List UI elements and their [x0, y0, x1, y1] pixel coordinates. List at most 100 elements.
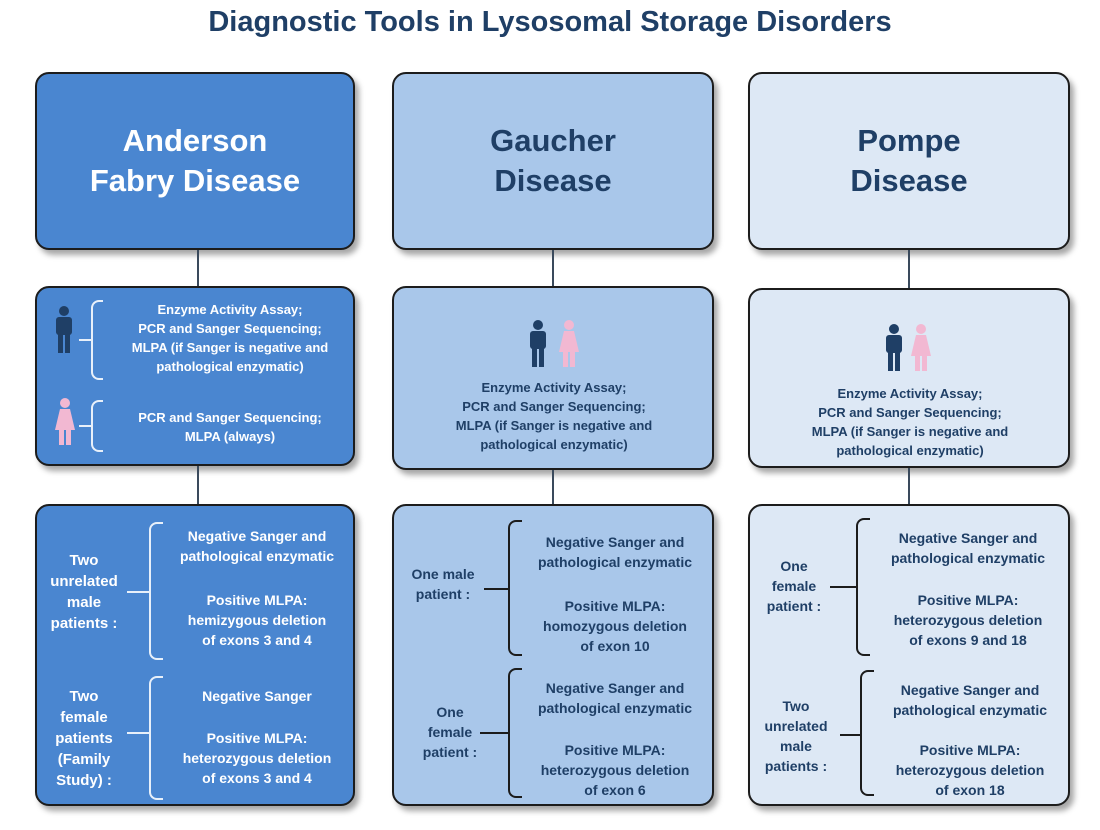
- fabry-header-box: Anderson Fabry Disease: [35, 72, 355, 250]
- pompe-tools: Enzyme Activity Assay; PCR and Sanger Se…: [765, 384, 1055, 460]
- gaucher-g1-f2-1: Positive MLPA:: [564, 598, 666, 614]
- gaucher-header-box: Gaucher Disease: [392, 72, 714, 250]
- male-person-icon: [56, 306, 72, 353]
- gaucher-tools-box: Enzyme Activity Assay; PCR and Sanger Se…: [392, 286, 714, 470]
- gaucher-g2-finding1: Negative Sanger and pathological enzymat…: [520, 678, 710, 718]
- fabry-male-tool-1: Enzyme Activity Assay;: [157, 302, 303, 317]
- fabry-male-bracket: [91, 300, 103, 380]
- male-person-icon: [530, 320, 546, 367]
- gaucher-g1-bracket: [508, 520, 522, 656]
- pompe-g1-finding2: Positive MLPA: heterozygous deletion of …: [870, 590, 1066, 650]
- gaucher-results-box: One male patient : Negative Sanger and p…: [392, 504, 714, 806]
- gaucher-g2-f1-2: pathological enzymatic: [537, 700, 693, 716]
- fabry-g1-p4: patients :: [50, 615, 118, 632]
- gaucher-g2-p3: patient :: [422, 744, 478, 760]
- pompe-g1-f2-3: of exons 9 and 18: [909, 632, 1027, 648]
- pompe-g2-p1: Two: [782, 698, 810, 714]
- fabry-female-tick: [79, 425, 91, 427]
- fabry-male-tick: [79, 339, 91, 341]
- gaucher-g2-tick: [480, 732, 508, 734]
- fabry-connector-1: [197, 250, 199, 286]
- pompe-g1-f1-1: Negative Sanger and: [898, 530, 1038, 546]
- fabry-g1-p1: Two: [69, 552, 99, 569]
- gaucher-g1-finding1: Negative Sanger and pathological enzymat…: [520, 532, 710, 572]
- pompe-g1-finding1: Negative Sanger and pathological enzymat…: [870, 528, 1066, 568]
- pompe-g1-p3: patient :: [766, 598, 822, 614]
- pompe-connector-2: [908, 468, 910, 504]
- fabry-female-tool-2: MLPA (always): [184, 429, 276, 444]
- pompe-g2-p3: male: [780, 738, 812, 754]
- fabry-g1-p2: unrelated: [50, 573, 118, 590]
- fabry-g1-f2-2: hemizygous deletion: [187, 612, 327, 628]
- pompe-g1-tick: [830, 586, 856, 588]
- fabry-male-tool-4: pathological enzymatic): [156, 359, 304, 374]
- fabry-g2-tick: [127, 732, 149, 734]
- gaucher-g1-f1-1: Negative Sanger and: [545, 534, 685, 550]
- fabry-g2-f2-2: heterozygous deletion: [182, 750, 332, 766]
- gaucher-g1-p1: One male: [411, 566, 475, 582]
- fabry-g1-f2-3: of exons 3 and 4: [202, 632, 312, 648]
- fabry-connector-2: [197, 466, 199, 504]
- pompe-g1-bracket: [856, 518, 870, 656]
- pompe-tool-3: MLPA (if Sanger is negative and: [811, 424, 1009, 439]
- pompe-g1-f2-2: heterozygous deletion: [893, 612, 1043, 628]
- pompe-group1-patients: One female patient :: [758, 556, 830, 616]
- pompe-g1-f2-1: Positive MLPA:: [917, 592, 1019, 608]
- fabry-g2-f1-1: Negative Sanger: [202, 688, 312, 704]
- gaucher-group2-patients: One female patient :: [410, 702, 490, 762]
- gaucher-g2-f1-1: Negative Sanger and: [545, 680, 685, 696]
- pompe-group2-patients: Two unrelated male patients :: [754, 696, 838, 776]
- fabry-female-bracket: [91, 400, 103, 452]
- fabry-g2-p3: patients: [55, 730, 113, 747]
- fabry-female-tools: PCR and Sanger Sequencing; MLPA (always): [115, 408, 345, 446]
- gaucher-header-line1: Gaucher: [490, 123, 616, 158]
- gaucher-g2-bracket: [508, 668, 522, 798]
- gaucher-connector-1: [552, 250, 554, 286]
- pompe-g2-f2-1: Positive MLPA:: [919, 742, 1021, 758]
- gaucher-tools: Enzyme Activity Assay; PCR and Sanger Se…: [409, 378, 699, 454]
- fabry-group2-patients: Two female patients (Family Study) :: [43, 686, 125, 791]
- fabry-male-tool-3: MLPA (if Sanger is negative and: [131, 340, 329, 355]
- gaucher-connector-2: [552, 470, 554, 504]
- pompe-header-box: Pompe Disease: [748, 72, 1070, 250]
- fabry-g2-f2-1: Positive MLPA:: [206, 730, 308, 746]
- fabry-g1-p3: male: [66, 594, 102, 611]
- gaucher-g2-p1: One: [436, 704, 464, 720]
- fabry-g2-finding2: Positive MLPA: heterozygous deletion of …: [162, 728, 352, 788]
- fabry-g2-p2: female: [60, 709, 108, 726]
- pompe-g2-f1-2: pathological enzymatic: [892, 702, 1048, 718]
- pompe-g2-p4: patients :: [764, 758, 828, 774]
- fabry-female-tool-1: PCR and Sanger Sequencing;: [138, 410, 322, 425]
- pompe-results-box: One female patient : Negative Sanger and…: [748, 504, 1070, 806]
- gaucher-tool-4: pathological enzymatic): [480, 437, 628, 452]
- pompe-g2-finding1: Negative Sanger and pathological enzymat…: [872, 680, 1068, 720]
- fabry-male-tools: Enzyme Activity Assay; PCR and Sanger Se…: [115, 300, 345, 376]
- gaucher-g2-f2-2: heterozygous deletion: [540, 762, 690, 778]
- gaucher-g2-p2: female: [427, 724, 473, 740]
- pompe-g1-p1: One: [780, 558, 808, 574]
- gaucher-g2-f2-3: of exon 6: [584, 782, 646, 798]
- pompe-tool-4: pathological enzymatic): [836, 443, 984, 458]
- gaucher-g1-f2-3: of exon 10: [580, 638, 650, 654]
- pompe-g2-tick: [840, 734, 860, 736]
- female-person-icon: [55, 398, 75, 445]
- gaucher-g1-f1-2: pathological enzymatic: [537, 554, 693, 570]
- fabry-g1-f1-2: pathological enzymatic: [179, 548, 335, 564]
- gaucher-group1-patients: One male patient :: [400, 564, 486, 604]
- fabry-g2-p5: Study) :: [56, 772, 112, 789]
- gaucher-g2-finding2: Positive MLPA: heterozygous deletion of …: [520, 740, 710, 800]
- fabry-g1-f1-1: Negative Sanger and: [187, 528, 327, 544]
- gaucher-g1-finding2: Positive MLPA: homozygous deletion of ex…: [520, 596, 710, 656]
- fabry-g1-bracket: [149, 522, 163, 660]
- pompe-g2-bracket: [860, 670, 874, 796]
- pompe-tool-1: Enzyme Activity Assay;: [837, 386, 983, 401]
- gaucher-g2-f2-1: Positive MLPA:: [564, 742, 666, 758]
- fabry-g1-finding2: Positive MLPA: hemizygous deletion of ex…: [162, 590, 352, 650]
- gaucher-g1-tick: [484, 588, 508, 590]
- pompe-g2-p2: unrelated: [764, 718, 828, 734]
- fabry-g2-p1: Two: [69, 688, 99, 705]
- pompe-header-line2: Disease: [850, 163, 968, 198]
- gaucher-g1-f2-2: homozygous deletion: [543, 618, 687, 634]
- pompe-tool-2: PCR and Sanger Sequencing;: [818, 405, 1002, 420]
- male-person-icon: [886, 324, 902, 371]
